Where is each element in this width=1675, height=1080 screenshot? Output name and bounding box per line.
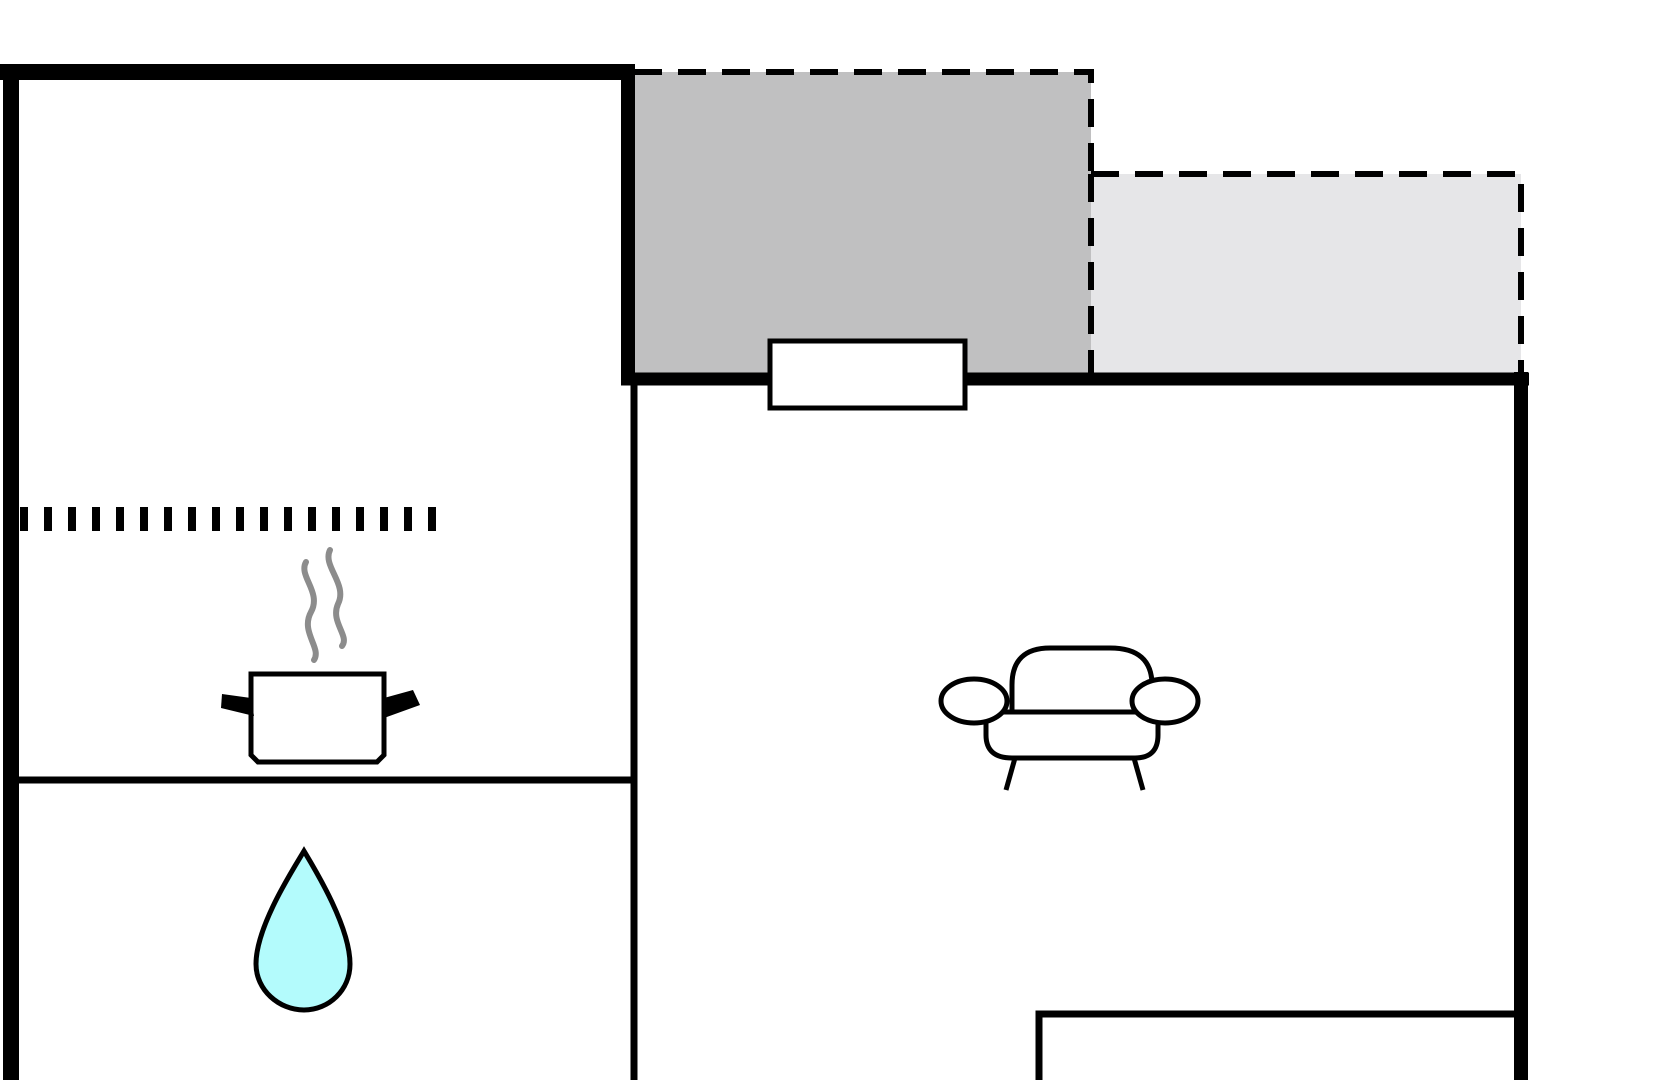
window (767, 338, 968, 411)
closet-wall (1035, 1010, 1518, 1080)
balcony-boundary (1091, 171, 1524, 377)
terrace-boundary (634, 69, 1094, 174)
cooking-pot-icon (221, 671, 420, 765)
water-drop-icon (253, 846, 353, 1013)
balcony-area (1091, 174, 1521, 377)
terrace-area (634, 72, 1091, 377)
armchair-icon (938, 645, 1201, 791)
steam-icon (301, 547, 347, 663)
